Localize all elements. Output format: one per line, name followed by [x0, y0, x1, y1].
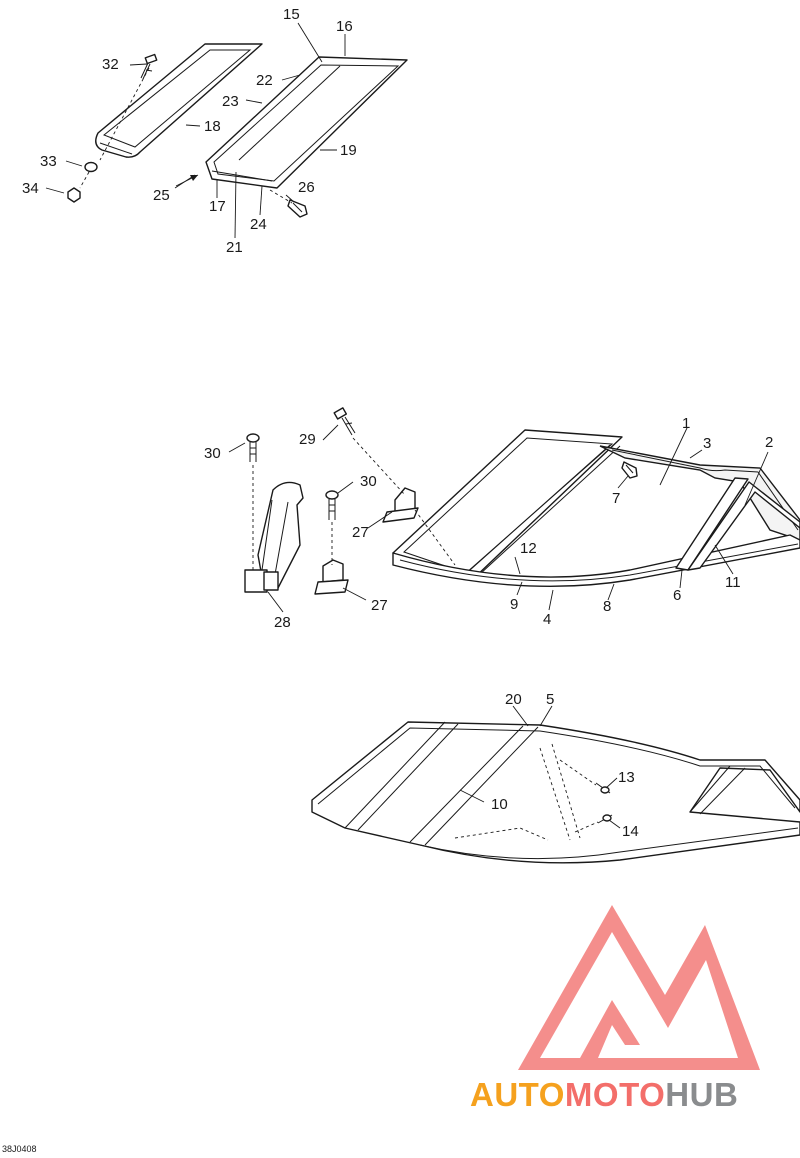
leader-lines — [45, 22, 769, 829]
callout-9: 9 — [510, 596, 518, 613]
side-window-group — [67, 43, 408, 218]
logo-mark — [518, 905, 760, 1070]
callout-23: 23 — [222, 93, 239, 110]
windshield-center-panel — [392, 429, 623, 581]
arrowhead-25 — [190, 175, 198, 181]
large-side-window — [205, 56, 408, 189]
callout-24: 24 — [250, 216, 267, 233]
callout-16: 16 — [336, 18, 353, 35]
callout-15: 15 — [283, 6, 300, 23]
callout-7: 7 — [612, 490, 620, 507]
screw-30-right — [325, 490, 339, 520]
screw-29 — [333, 407, 356, 436]
callout-5: 5 — [546, 691, 554, 708]
callout-27-lower: 27 — [371, 597, 388, 614]
callout-17: 17 — [209, 198, 226, 215]
figure-code: 38J0408 — [2, 1144, 37, 1154]
callout-12: 12 — [520, 540, 537, 557]
screw-7 — [621, 461, 638, 479]
windshield-full-group — [311, 721, 800, 864]
callout-13: 13 — [618, 769, 635, 786]
callout-6: 6 — [673, 587, 681, 604]
windshield-group — [244, 407, 800, 595]
washer-33 — [84, 161, 98, 173]
callout-20: 20 — [505, 691, 522, 708]
screw-30-left — [246, 433, 260, 462]
callout-33: 33 — [40, 153, 57, 170]
callout-21: 21 — [226, 239, 243, 256]
callout-2: 2 — [765, 434, 773, 451]
watermark-logo — [518, 905, 760, 1070]
callout-10: 10 — [491, 796, 508, 813]
windshield-strut-11 — [687, 481, 800, 571]
nut-34 — [67, 187, 81, 203]
windshield-full — [311, 721, 800, 864]
hinge-27-upper — [382, 487, 419, 523]
watermark-text: AUTOMOTOHUB — [470, 1076, 738, 1113]
callout-29: 29 — [299, 431, 316, 448]
hinge-27-lower — [314, 559, 349, 595]
callout-1: 1 — [682, 415, 690, 432]
windshield-strut-6 — [675, 477, 749, 571]
callout-8: 8 — [603, 598, 611, 615]
callout-4: 4 — [543, 611, 551, 628]
windshield-side-frame — [599, 445, 800, 541]
callout-22: 22 — [256, 72, 273, 89]
callout-27-upper: 27 — [352, 524, 369, 541]
callouts: 1 2 3 4 5 6 7 8 9 10 11 12 13 14 15 16 1… — [22, 6, 773, 840]
callout-19: 19 — [340, 142, 357, 159]
latch-bracket-28 — [244, 481, 304, 593]
callout-11: 11 — [725, 574, 741, 591]
callout-18: 18 — [204, 118, 221, 135]
screw-32 — [140, 53, 158, 80]
callout-34: 34 — [22, 180, 39, 197]
callout-25: 25 — [153, 187, 170, 204]
windshield-lower-rail — [392, 534, 800, 588]
screw-26 — [287, 199, 308, 218]
callout-28: 28 — [274, 614, 291, 631]
callout-30-left: 30 — [204, 445, 221, 462]
callout-14: 14 — [622, 823, 639, 840]
screw-13 — [595, 782, 611, 794]
screw-14 — [597, 814, 613, 824]
callout-3: 3 — [703, 435, 711, 452]
callout-32: 32 — [102, 56, 119, 73]
callout-30-right: 30 — [360, 473, 377, 490]
small-side-window — [95, 43, 263, 158]
callout-26: 26 — [298, 179, 315, 196]
